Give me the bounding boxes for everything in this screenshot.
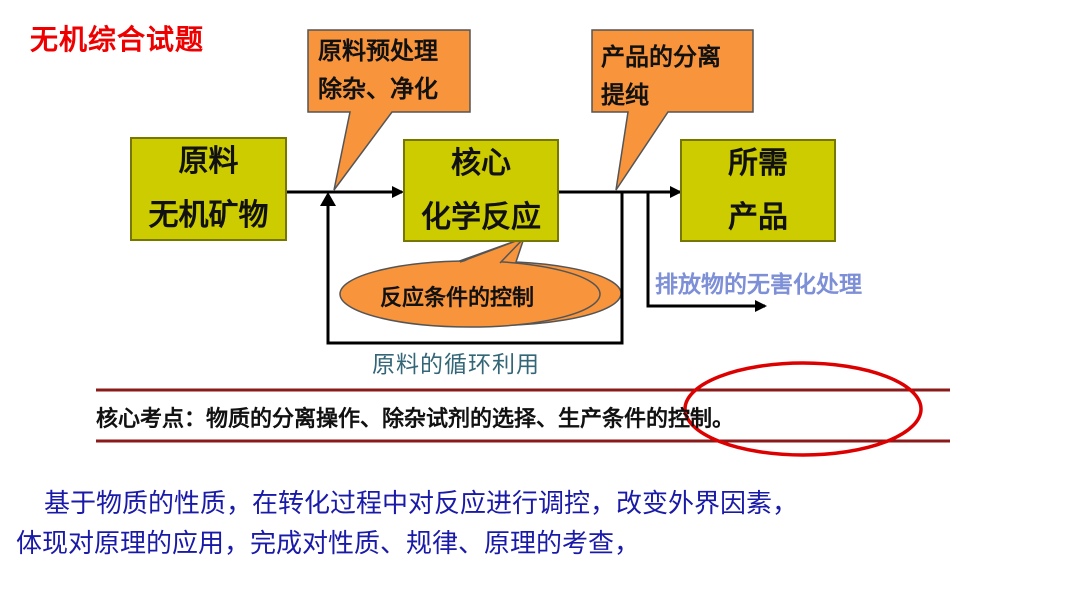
pretreat-callout-shape [307, 29, 471, 191]
core-reaction-box: 核心 化学反应 [403, 139, 559, 242]
product-box-line1: 所需 [728, 145, 788, 181]
reaction-condition-label: 反应条件的控制 [380, 285, 535, 311]
core-points-text: 核心考点：物质的分离操作、除杂试剂的选择、生产条件的控制。 [96, 406, 735, 432]
pretreat-callout: 原料预处理 除杂、净化 [318, 32, 438, 108]
separation-callout-shape [591, 29, 754, 191]
raw-box-line1: 原料 [178, 144, 239, 179]
raw-material-box: 原料 无机矿物 [130, 137, 287, 241]
summary-line1: 基于物质的性质，在转化过程中对反应进行调控，改变外界因素， [44, 489, 799, 519]
product-box-line2: 产品 [728, 199, 788, 235]
exhaust-treatment-label: 排放物的无害化处理 [655, 271, 862, 298]
core-box-line1: 核心 [451, 145, 511, 181]
raw-box-line2: 无机矿物 [148, 198, 269, 233]
product-box: 所需 产品 [680, 139, 836, 242]
raw-recycle-label: 原料的循环利用 [372, 352, 540, 378]
separation-line1: 产品的分离 [601, 42, 721, 71]
summary-line2: 体现对原理的应用，完成对性质、规律、原理的考查， [16, 529, 641, 559]
summary-text: 基于物质的性质，在转化过程中对反应进行调控，改变外界因素， 体现对原理的应用，完… [16, 484, 1066, 564]
highlight-ring [683, 361, 923, 457]
pretreat-line1: 原料预处理 [318, 36, 438, 65]
exhaust-arrow-line [646, 192, 767, 312]
page-title: 无机综合试题 [30, 23, 205, 56]
core-box-line2: 化学反应 [421, 199, 541, 235]
separation-line2: 提纯 [601, 80, 649, 109]
recycle-loop-line [326, 192, 624, 345]
separation-callout: 产品的分离 提纯 [601, 38, 721, 114]
pretreat-line2: 除杂、净化 [318, 74, 438, 103]
